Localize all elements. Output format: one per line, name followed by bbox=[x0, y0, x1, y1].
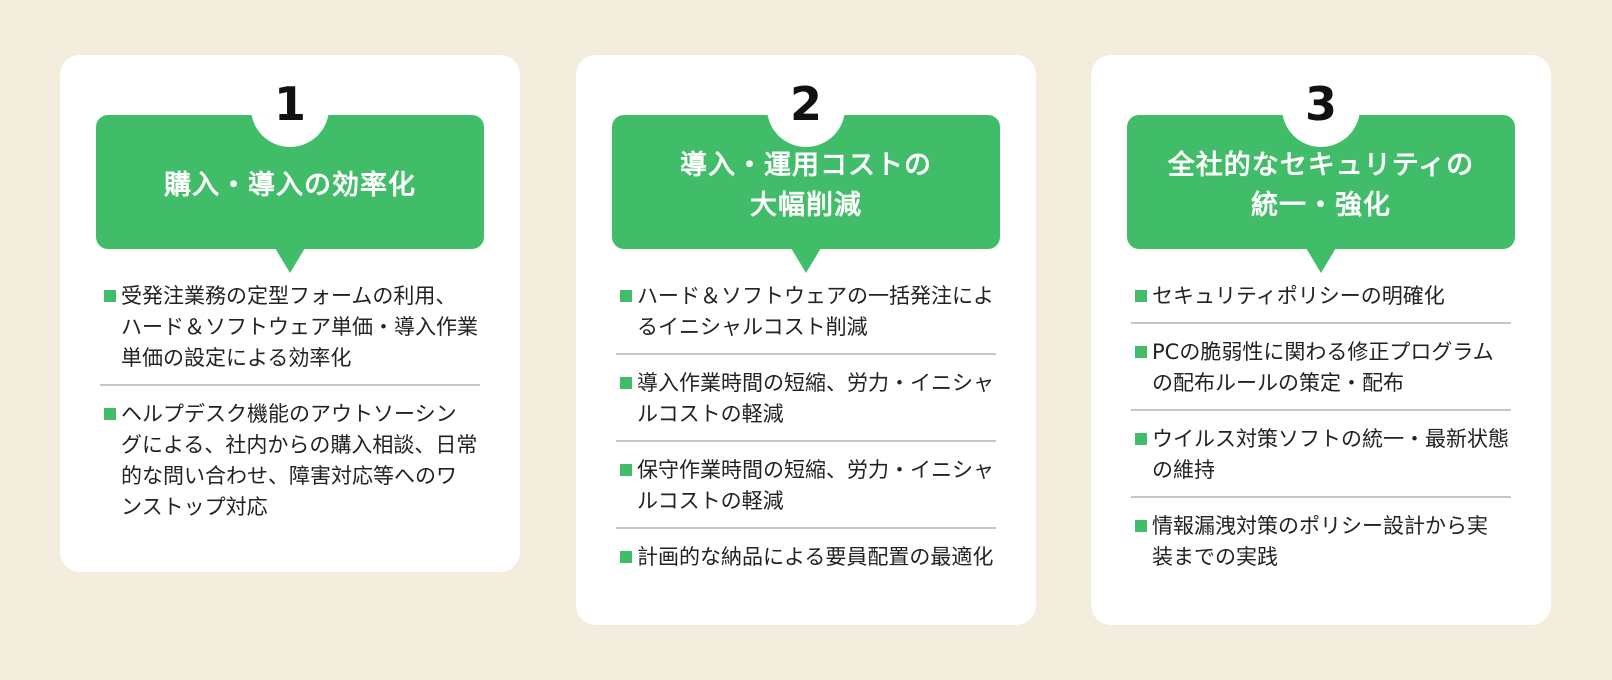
list-item-text: グによる、社内からの購入相談、日常 bbox=[121, 433, 478, 457]
list-item-text: 導入作業時間の短縮、労力・イニシャ bbox=[637, 371, 994, 395]
card-cost-reduction: 導入・運用コストの 大幅削減 2 ハード＆ソフトウェアの一括発注によ るイニシャ… bbox=[576, 55, 1036, 625]
card-efficiency: 購入・導入の効率化 1 受発注業務の定型フォームの利用、 ハード＆ソフトウェア単… bbox=[60, 55, 520, 572]
speech-pointer bbox=[1306, 248, 1336, 273]
card-title-line: 統一・強化 bbox=[1250, 190, 1391, 221]
list-item: PCの脆弱性に関わる修正プログラム の配布ルールの策定・配布 bbox=[1131, 337, 1511, 411]
square-bullet-icon bbox=[620, 464, 632, 476]
card-header: 全社的なセキュリティの 統一・強化 bbox=[1127, 115, 1515, 273]
list-item-text: ルコストの軽減 bbox=[637, 489, 784, 513]
list-item: 導入作業時間の短縮、労力・イニシャ ルコストの軽減 bbox=[616, 368, 996, 442]
card-number-badge: 1 bbox=[251, 69, 329, 147]
bullet-list: ハード＆ソフトウェアの一括発注によ るイニシャルコスト削減 導入作業時間の短縮、… bbox=[616, 281, 996, 583]
list-item-text: 装までの実践 bbox=[1152, 545, 1278, 569]
bullet-list: 受発注業務の定型フォームの利用、 ハード＆ソフトウェア単価・導入作業 単価の設定… bbox=[100, 281, 480, 533]
list-item: 計画的な納品による要員配置の最適化 bbox=[616, 542, 996, 583]
list-item-text: ルコストの軽減 bbox=[637, 402, 784, 426]
list-item-text: 受発注業務の定型フォームの利用、 bbox=[121, 284, 457, 308]
list-item-text: 保守作業時間の短縮、労力・イニシャ bbox=[637, 458, 994, 482]
list-item-text: ンストップ対応 bbox=[121, 495, 268, 519]
square-bullet-icon bbox=[1135, 346, 1147, 358]
card-title-line: 購入・導入の効率化 bbox=[164, 170, 416, 201]
list-item: 情報漏洩対策のポリシー設計から実 装までの実践 bbox=[1131, 511, 1511, 583]
list-item: 保守作業時間の短縮、労力・イニシャ ルコストの軽減 bbox=[616, 455, 996, 529]
list-item-text: 情報漏洩対策のポリシー設計から実 bbox=[1152, 514, 1488, 538]
bullet-list: セキュリティポリシーの明確化 PCの脆弱性に関わる修正プログラム の配布ルールの… bbox=[1131, 281, 1511, 583]
card-title-line: 大幅削減 bbox=[750, 190, 862, 221]
list-item-text: ヘルプデスク機能のアウトソーシン bbox=[121, 402, 457, 426]
card-security: 全社的なセキュリティの 統一・強化 3 セキュリティポリシーの明確化 PCの脆弱… bbox=[1091, 55, 1551, 625]
list-item: ウイルス対策ソフトの統一・最新状態 の維持 bbox=[1131, 424, 1511, 498]
card-title: 購入・導入の効率化 bbox=[164, 166, 416, 206]
square-bullet-icon bbox=[620, 377, 632, 389]
square-bullet-icon bbox=[1135, 520, 1147, 532]
list-item-text: ハード＆ソフトウェアの一括発注によ bbox=[637, 284, 994, 308]
speech-pointer bbox=[791, 248, 821, 273]
card-title-line: 導入・運用コストの bbox=[680, 150, 932, 181]
list-item: ヘルプデスク機能のアウトソーシン グによる、社内からの購入相談、日常 的な問い合… bbox=[100, 399, 480, 533]
list-item-text: 単価の設定による効率化 bbox=[121, 346, 352, 370]
square-bullet-icon bbox=[620, 290, 632, 302]
list-item-text: PCの脆弱性に関わる修正プログラム bbox=[1152, 340, 1494, 364]
square-bullet-icon bbox=[1135, 290, 1147, 302]
list-item: 受発注業務の定型フォームの利用、 ハード＆ソフトウェア単価・導入作業 単価の設定… bbox=[100, 281, 480, 386]
list-item-text: 計画的な納品による要員配置の最適化 bbox=[637, 545, 994, 569]
list-item-text: るイニシャルコスト削減 bbox=[637, 315, 868, 339]
list-item-text: ハード＆ソフトウェア単価・導入作業 bbox=[121, 315, 478, 339]
card-title: 導入・運用コストの 大幅削減 bbox=[680, 146, 932, 226]
card-number-badge: 3 bbox=[1282, 69, 1360, 147]
card-title-line: 全社的なセキュリティの bbox=[1167, 150, 1475, 181]
square-bullet-icon bbox=[104, 290, 116, 302]
square-bullet-icon bbox=[620, 551, 632, 563]
card-title: 全社的なセキュリティの 統一・強化 bbox=[1168, 146, 1474, 226]
list-item-text: ウイルス対策ソフトの統一・最新状態 bbox=[1152, 427, 1509, 451]
square-bullet-icon bbox=[104, 408, 116, 420]
list-item: セキュリティポリシーの明確化 bbox=[1131, 281, 1511, 324]
list-item-text: の配布ルールの策定・配布 bbox=[1152, 371, 1404, 395]
list-item-text: セキュリティポリシーの明確化 bbox=[1152, 284, 1445, 308]
square-bullet-icon bbox=[1135, 433, 1147, 445]
speech-pointer bbox=[275, 248, 305, 273]
list-item-text: 的な問い合わせ、障害対応等へのワ bbox=[121, 464, 457, 488]
card-number-badge: 2 bbox=[767, 69, 845, 147]
list-item: ハード＆ソフトウェアの一括発注によ るイニシャルコスト削減 bbox=[616, 281, 996, 355]
list-item-text: の維持 bbox=[1152, 458, 1215, 482]
